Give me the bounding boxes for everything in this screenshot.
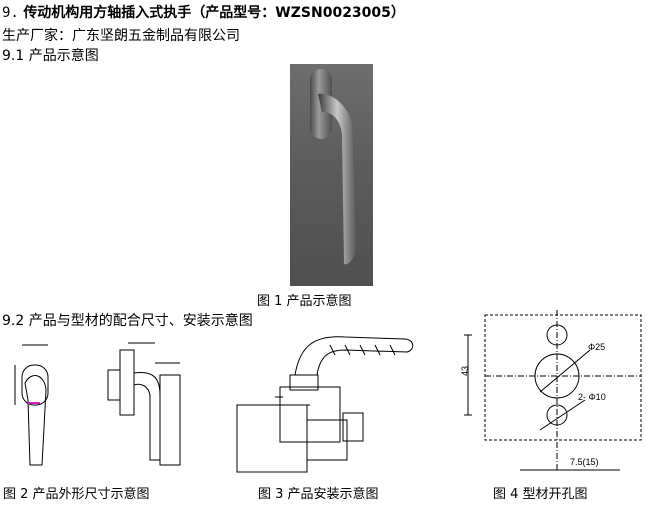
heading-model: （产品型号：WZSN0023005） <box>191 5 405 21</box>
dim-7-5: 7.5(15) <box>570 457 599 467</box>
handle-photo-image <box>310 69 356 265</box>
document-heading: 9. 传动机构用方轴插入式执手（产品型号：WZSN0023005） <box>2 2 405 22</box>
figure-3-caption: 图 3 产品安装示意图 <box>258 487 379 502</box>
dim-2-phi10: 2- Φ10 <box>578 392 606 402</box>
heading-title: 传动机构用方轴插入式执手 <box>23 5 192 21</box>
figure-4-drawing: Φ25 2- Φ10 43 7.5(15) <box>460 310 642 471</box>
dim-43: 43 <box>460 366 470 376</box>
figure-3-drawing <box>236 336 414 473</box>
figure-1-caption: 图 1 产品示意图 <box>257 294 352 309</box>
figure-2-drawing <box>14 342 181 466</box>
heading-number: 9. <box>2 5 19 21</box>
section-heading-9-1: 9.1 产品示意图 <box>2 48 99 64</box>
dim-phi25: Φ25 <box>588 342 605 352</box>
figure-2-caption: 图 2 产品外形尺寸示意图 <box>3 487 150 502</box>
manufacturer-line: 生产厂家：广东坚朗五金制品有限公司 <box>2 28 240 44</box>
section-heading-9-2: 9.2 产品与型材的配合尺寸、安装示意图 <box>2 313 253 329</box>
figure-4-caption: 图 4 型材开孔图 <box>493 487 588 502</box>
handle-photo <box>290 64 373 286</box>
